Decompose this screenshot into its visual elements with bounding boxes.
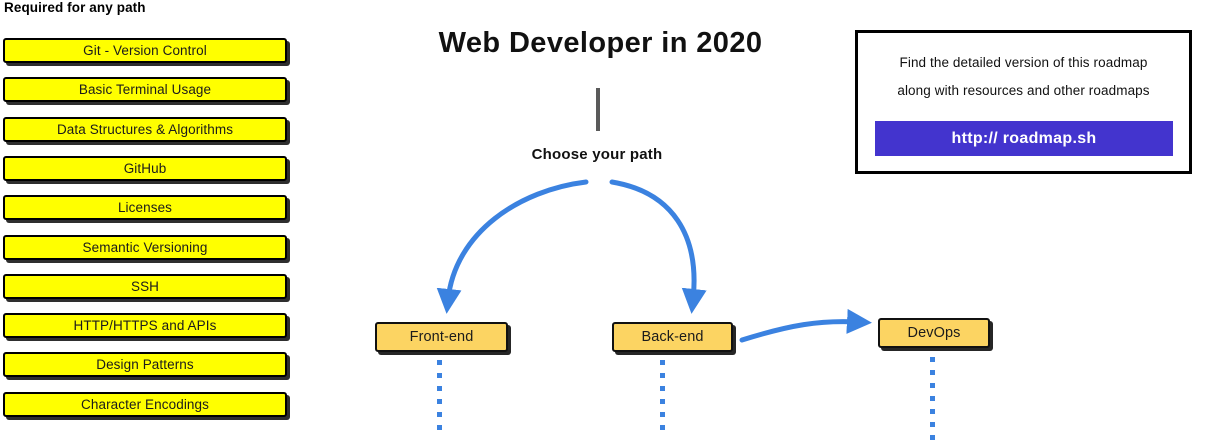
dot <box>660 412 665 417</box>
roadmap-link-button[interactable]: http:// roadmap.sh <box>875 121 1173 156</box>
required-item[interactable]: Data Structures & Algorithms <box>3 116 287 142</box>
dot <box>437 386 442 391</box>
choose-your-path-label: Choose your path <box>531 146 663 163</box>
branch-arrow-backend <box>609 179 707 314</box>
info-panel-line-1: Find the detailed version of this roadma… <box>899 55 1148 70</box>
required-item[interactable]: Semantic Versioning <box>3 234 287 260</box>
required-item[interactable]: Character Encodings <box>3 391 287 417</box>
required-section-heading: Required for any path <box>4 0 146 15</box>
required-item[interactable]: Basic Terminal Usage <box>3 77 287 103</box>
dot <box>660 360 665 365</box>
required-item[interactable]: Licenses <box>3 195 287 221</box>
dot <box>930 422 935 427</box>
dot <box>930 370 935 375</box>
path-continuation-dots <box>930 357 935 448</box>
branch-arrow-backend-to-devops <box>739 308 872 343</box>
dot <box>437 373 442 378</box>
required-item[interactable]: Git - Version Control <box>3 38 287 63</box>
info-panel-line-2: along with resources and other roadmaps <box>897 83 1150 98</box>
required-item[interactable]: GitHub <box>3 155 287 181</box>
dot <box>930 409 935 414</box>
dot <box>660 386 665 391</box>
dot <box>437 425 442 430</box>
path-continuation-dots <box>437 360 442 438</box>
required-item[interactable]: SSH <box>3 273 287 299</box>
path-node-devops[interactable]: DevOps <box>878 318 990 348</box>
required-item[interactable]: HTTP/HTTPS and APIs <box>3 313 287 339</box>
branch-arrow-frontend <box>436 179 589 314</box>
dot <box>930 357 935 362</box>
dot <box>437 360 442 365</box>
dot <box>437 399 442 404</box>
path-continuation-dots <box>660 360 665 438</box>
page-title-text: Web Developer in 2020 <box>438 27 763 59</box>
required-skills-column: Required for any path Git - Version Cont… <box>0 0 300 436</box>
roadmap-info-panel: Find the detailed version of this roadma… <box>855 30 1192 174</box>
title-stem-connector <box>596 88 600 131</box>
dot <box>930 383 935 388</box>
required-item[interactable]: Design Patterns <box>3 352 287 378</box>
path-node-backend[interactable]: Back-end <box>612 322 733 352</box>
dot <box>660 425 665 430</box>
dot <box>437 412 442 417</box>
dot <box>660 373 665 378</box>
dot <box>660 399 665 404</box>
dot <box>930 396 935 401</box>
path-node-frontend[interactable]: Front-end <box>375 322 508 352</box>
